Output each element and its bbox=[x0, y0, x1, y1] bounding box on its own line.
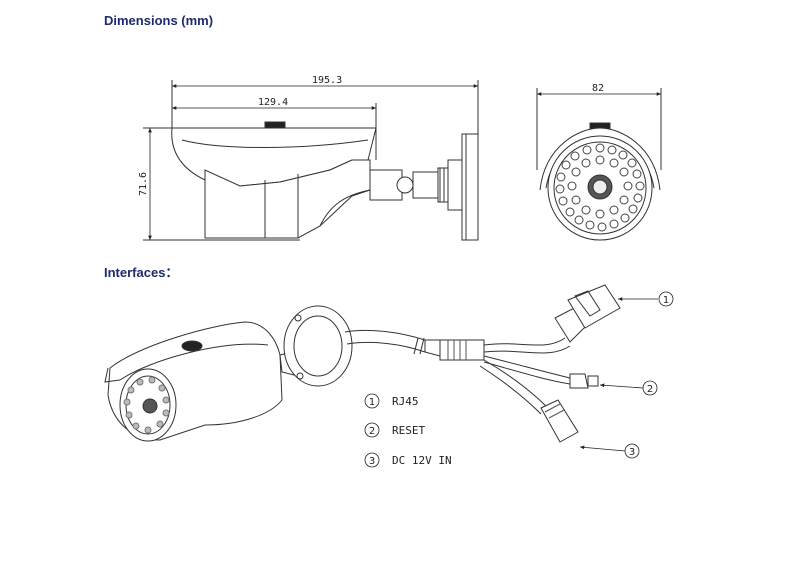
callout-leaders bbox=[579, 297, 658, 452]
camera-perspective-drawing bbox=[104, 284, 621, 443]
legend-item-1: 1 RJ45 bbox=[364, 393, 419, 409]
body-length-label: 129.4 bbox=[258, 97, 288, 108]
overall-length-label: 195.3 bbox=[312, 75, 342, 86]
svg-text:3: 3 bbox=[629, 447, 635, 458]
legend-label: DC 12V IN bbox=[392, 454, 452, 467]
legend-number: 3 bbox=[369, 456, 375, 467]
dimensions-heading: Dimensions (mm) bbox=[104, 13, 214, 28]
legend-item-3: 3 DC 12V IN bbox=[364, 452, 452, 468]
callout-1: 1 bbox=[658, 291, 674, 307]
interfaces-heading: Interfaces： bbox=[104, 265, 179, 280]
legend-number: 2 bbox=[369, 426, 375, 437]
svg-text:2: 2 bbox=[647, 384, 653, 395]
side-view-drawing bbox=[143, 80, 479, 241]
height-label: 71.6 bbox=[138, 172, 149, 196]
legend-label: RJ45 bbox=[392, 395, 419, 408]
legend-label: RESET bbox=[392, 424, 425, 437]
legend-item-2: 2 RESET bbox=[364, 422, 425, 438]
legend-number: 1 bbox=[369, 397, 375, 408]
callout-2: 2 bbox=[642, 380, 658, 396]
front-view-drawing bbox=[536, 88, 662, 241]
dimension-lines-side bbox=[148, 84, 478, 240]
width-label: 82 bbox=[592, 83, 604, 94]
callout-3: 3 bbox=[624, 443, 640, 459]
svg-text:1: 1 bbox=[663, 295, 669, 306]
